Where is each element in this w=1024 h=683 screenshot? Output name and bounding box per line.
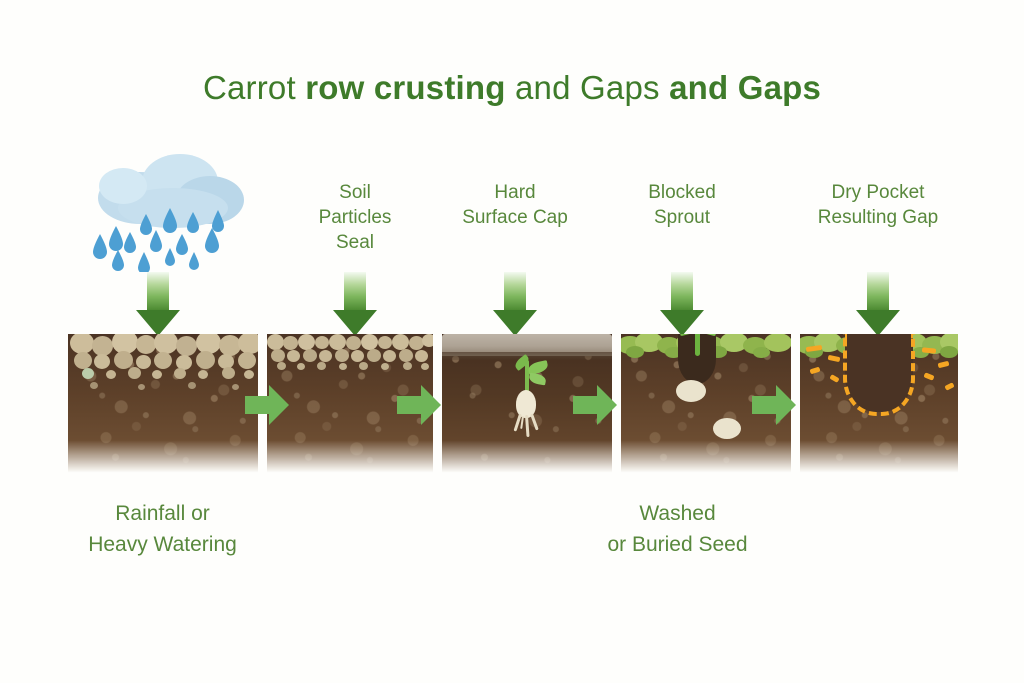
flow-arrow-2 xyxy=(397,385,441,425)
dry-pocket-outline xyxy=(843,334,915,416)
arrow-head xyxy=(421,385,441,425)
down-arrow-icon-stage-4 xyxy=(660,272,704,336)
caption-line: Rainfall or xyxy=(115,502,210,525)
rain-cloud-icon xyxy=(93,154,244,272)
caption-line: Heavy Watering xyxy=(88,533,237,556)
soil-panel-blocked-sprout xyxy=(621,334,791,474)
arrow-shaft xyxy=(397,396,423,414)
arrow-head xyxy=(493,310,537,336)
label-line: Sprout xyxy=(654,207,710,228)
down-arrow-icon-stage-1 xyxy=(136,272,180,336)
down-arrow-icon-stage-3 xyxy=(493,272,537,336)
stage-label-hard-surface-cap: Hard Surface Cap xyxy=(440,180,590,230)
caption-washed-or-buried-seed: Washed or Buried Seed xyxy=(570,498,785,560)
arrow-shaft xyxy=(867,272,889,312)
page-title: Carrot row crusting and Gaps and Gaps xyxy=(0,68,1024,108)
label-line: Particles xyxy=(318,207,392,228)
hard-crust-cap-layer xyxy=(442,334,612,356)
flow-arrow-4 xyxy=(752,385,796,425)
soil-aggregate-layer xyxy=(267,334,433,378)
soil-panel-rainfall xyxy=(68,334,258,474)
arrow-head xyxy=(333,310,377,336)
caption-rainfall-heavy-watering: Rainfall or Heavy Watering xyxy=(60,498,265,560)
stage-label-blocked-sprout: Blocked Sprout xyxy=(610,180,754,230)
arrow-head xyxy=(776,385,796,425)
caption-line: Washed xyxy=(639,502,716,525)
arrow-head xyxy=(660,310,704,336)
buried-seed-1 xyxy=(676,380,706,402)
title-part-3: and Gaps xyxy=(505,69,670,106)
down-arrow-icon-stage-2 xyxy=(333,272,377,336)
label-line: Surface Cap xyxy=(462,207,568,228)
soil-panel-dry-pocket-gap xyxy=(800,334,958,474)
arrow-head xyxy=(136,310,180,336)
caption-line: or Buried Seed xyxy=(607,533,748,556)
down-arrow-icon-stage-5 xyxy=(856,272,900,336)
flow-arrow-1 xyxy=(245,385,289,425)
arrow-head xyxy=(856,310,900,336)
arrow-shaft xyxy=(671,272,693,312)
arrow-head xyxy=(269,385,289,425)
label-line: Hard xyxy=(494,182,536,203)
flow-arrow-3 xyxy=(573,385,617,425)
label-line: Blocked xyxy=(648,182,716,203)
stage-label-dry-pocket-gap: Dry Pocket Resulting Gap xyxy=(785,180,971,230)
label-line: Dry Pocket xyxy=(831,182,925,203)
title-part-2: row crusting xyxy=(305,69,506,106)
arrow-shaft xyxy=(147,272,169,312)
arrow-head xyxy=(597,385,617,425)
label-line: Seal xyxy=(335,232,375,253)
title-part-4: and Gaps xyxy=(669,69,822,106)
title-part-1: Carrot xyxy=(202,69,306,106)
arrow-shaft xyxy=(504,272,526,312)
stage-label-soil-particles-seal: Soil Particles Seal xyxy=(287,180,423,255)
buried-seed-2 xyxy=(713,418,741,439)
arrow-shaft xyxy=(344,272,366,312)
label-line: Resulting Gap xyxy=(817,207,939,228)
soil-aggregate-layer xyxy=(68,334,258,390)
arrow-shaft xyxy=(245,396,271,414)
label-line: Soil xyxy=(339,182,371,203)
arrow-shaft xyxy=(752,396,778,414)
arrow-shaft xyxy=(573,396,599,414)
soil-cross-section xyxy=(68,334,958,474)
